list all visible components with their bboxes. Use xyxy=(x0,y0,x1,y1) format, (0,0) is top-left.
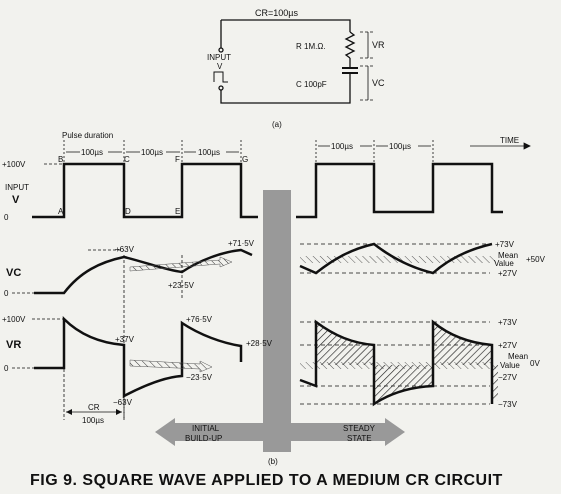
vc-mean: Mean xyxy=(498,251,518,260)
figure-caption: FIG 9. SQUARE WAVE APPLIED TO A MEDIUM C… xyxy=(30,472,503,489)
vr-rm73: −73V xyxy=(498,400,518,409)
pulse-duration-label: Pulse duration xyxy=(62,131,113,140)
plus100-label: +100V xyxy=(2,160,26,169)
resistor-label: R 1M.Ω. xyxy=(296,42,326,51)
vr-plus100: +100V xyxy=(2,315,26,324)
point-b: B xyxy=(58,155,63,164)
vr-guides-left xyxy=(12,318,125,420)
cr-dim-duration: 100µs xyxy=(82,416,104,425)
circuit-input-v: V xyxy=(217,62,223,71)
vr-285v: +28·5V xyxy=(246,339,273,348)
vr-765v: +76·5V xyxy=(186,315,213,324)
input-square-wave-left xyxy=(32,162,258,219)
point-c: C xyxy=(124,155,130,164)
dur-label-2: 100µs xyxy=(141,148,163,157)
cr-dimension-arrows xyxy=(66,409,122,415)
initial-buildup-arrow xyxy=(155,418,263,446)
vr-label: VR xyxy=(372,40,385,50)
vr-r73: +73V xyxy=(498,318,518,327)
sub-b-label: (b) xyxy=(268,457,278,466)
vc-plot-name: VC xyxy=(6,267,21,279)
point-a: A xyxy=(58,207,64,216)
vc-value: Value xyxy=(494,259,514,268)
vr-m63v: −63V xyxy=(113,398,133,407)
dur-label-5: 100µs xyxy=(389,142,411,151)
vc-steady-waveform xyxy=(299,242,493,275)
initial-label: INITIAL xyxy=(192,424,220,433)
time-label: TIME xyxy=(500,136,519,145)
dur-label-3: 100µs xyxy=(198,148,220,157)
capacitor-label: C 100pF xyxy=(296,80,327,89)
vc-r27: +27V xyxy=(498,269,518,278)
circuit-input-label: INPUT xyxy=(207,53,231,62)
vc-label: VC xyxy=(372,78,385,88)
point-f: F xyxy=(175,155,180,164)
duration-markers xyxy=(63,140,531,170)
vr-shaded-arrow xyxy=(129,359,213,373)
input-label: INPUT xyxy=(5,183,29,192)
vr-0v: 0V xyxy=(530,359,540,368)
dur-label-1: 100µs xyxy=(81,148,103,157)
vr-steady-guides xyxy=(300,321,490,405)
vc-plot-zero: 0 xyxy=(4,289,9,298)
divider-bar xyxy=(263,190,291,452)
state-label: STATE xyxy=(347,434,372,443)
vr-r27: +27V xyxy=(498,341,518,350)
vr-hatch-2 xyxy=(374,365,433,404)
vr-steady-waveform xyxy=(299,319,494,407)
vr-mean: Mean xyxy=(508,352,528,361)
zero-label: 0 xyxy=(4,213,9,222)
point-e: E xyxy=(175,207,180,216)
vr-waveform-left xyxy=(34,315,243,399)
vc-waveform-left xyxy=(34,248,253,295)
input-v-label: V xyxy=(12,194,20,206)
vr-m235v: −23·5V xyxy=(186,373,213,382)
point-g: G xyxy=(242,155,248,164)
vr-rm27: −27V xyxy=(498,373,518,382)
circuit-diagram xyxy=(213,19,375,104)
steady-state-arrow xyxy=(291,418,405,446)
vc-shaded-arrow xyxy=(129,256,233,272)
vc-r73: +73V xyxy=(495,240,515,249)
dur-label-4: 100µs xyxy=(331,142,353,151)
cr-label: CR=100µs xyxy=(255,8,298,18)
vc-715v: +71·5V xyxy=(228,239,255,248)
vr-37v: +37V xyxy=(115,335,135,344)
vc-50v: +50V xyxy=(526,255,546,264)
vr-plot-zero: 0 xyxy=(4,364,9,373)
input-level-guides xyxy=(32,163,64,218)
sub-a-label: (a) xyxy=(272,120,282,129)
vc-235v: +23·5V xyxy=(168,281,195,290)
steady-label: STEADY xyxy=(343,424,376,433)
vc-guides-left xyxy=(88,249,183,420)
point-d: D xyxy=(125,207,131,216)
input-square-wave-right xyxy=(296,162,503,219)
vr-value: Value xyxy=(500,361,520,370)
vc-steady-guides xyxy=(300,243,490,274)
vr-plot-name: VR xyxy=(6,339,21,351)
vc-63v: +63V xyxy=(115,245,135,254)
cr-dim-label: CR xyxy=(88,403,100,412)
buildup-label: BUILD-UP xyxy=(185,434,222,443)
vr-hatch-4 xyxy=(492,365,498,404)
